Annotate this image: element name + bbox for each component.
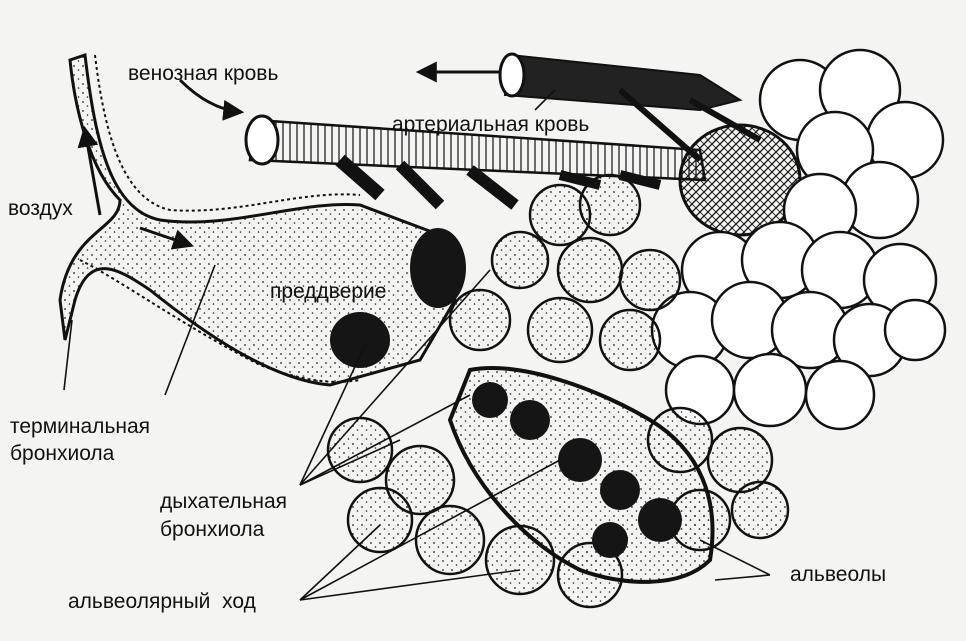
capillary-network xyxy=(680,125,800,235)
terminal-bronchiole-drawing xyxy=(60,55,455,385)
respiratory-bronchiole-label-line1: дыхательная xyxy=(160,490,287,513)
alveoli-label: альвеолы xyxy=(790,563,886,586)
vestibule-spot-lower xyxy=(330,312,390,368)
vestibule-spot-upper xyxy=(410,228,466,308)
alveolar-duct-label: альвеолярный ход xyxy=(68,590,256,613)
arterial-blood-label: артериальная кровь xyxy=(392,113,589,136)
air-label: воздух xyxy=(8,197,73,220)
respiratory-bronchiole-label-line2: бронхиола xyxy=(160,518,264,541)
vestibule-label: преддверие xyxy=(270,280,386,303)
terminal-bronchiole-label-line1: терминальная xyxy=(10,415,150,438)
terminal-bronchiole-label-line2: бронхиола xyxy=(10,442,114,465)
venous-blood-label: венозная кровь xyxy=(128,62,278,85)
